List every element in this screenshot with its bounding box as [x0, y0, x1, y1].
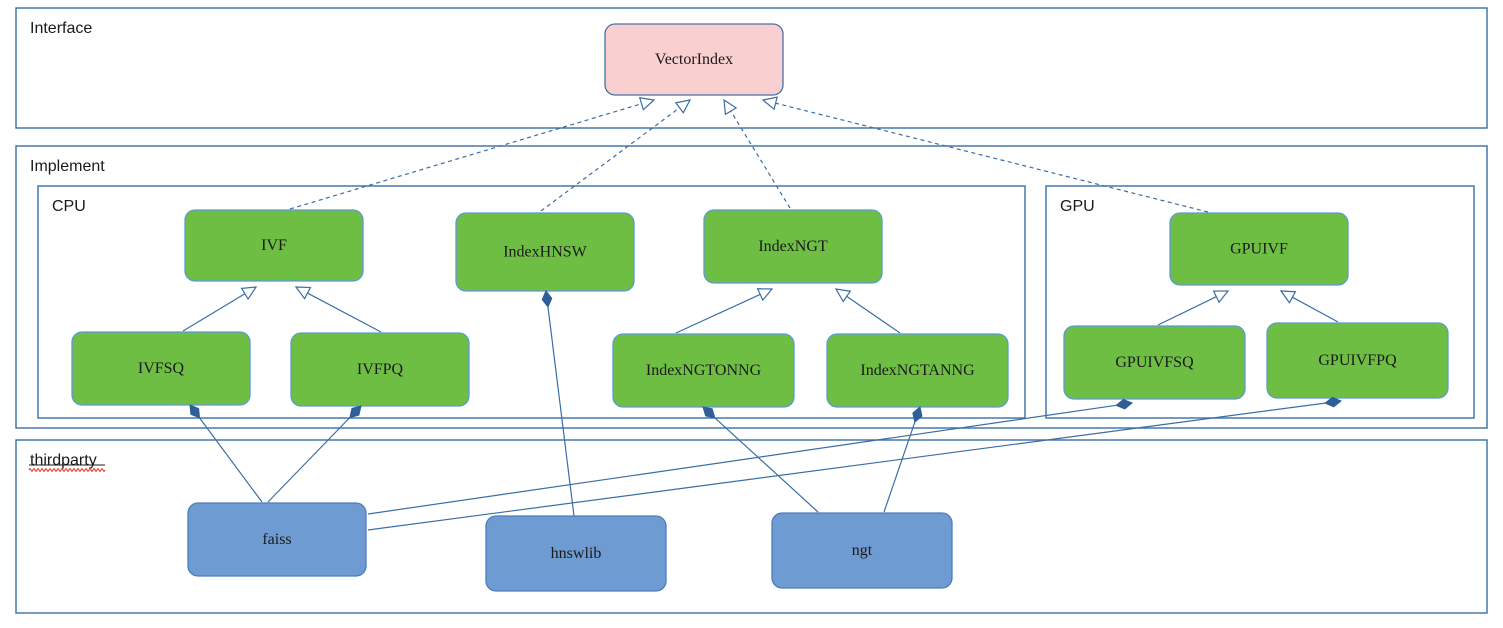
- node-indexhnsw[interactable]: IndexHNSW: [455, 212, 635, 292]
- edge-ivfsq-to-faiss: [199, 417, 263, 503]
- edge-indexngt-to-vectorindex: [730, 110, 791, 209]
- edge-indexngtanng-to-ngt: [883, 421, 916, 513]
- node-label-faiss: faiss: [262, 531, 291, 548]
- node-label-ivfsq: IVFSQ: [138, 360, 185, 377]
- group-label-interface: Interface: [30, 20, 92, 37]
- generalization-arrowhead-icon: [240, 286, 258, 301]
- node-rect-indexngtanng[interactable]: [826, 333, 1009, 408]
- edge-indexngtanng-to-indexngt: [846, 295, 901, 334]
- edge-indexngtonng-to-indexngt: [675, 293, 761, 334]
- node-rect-hnswlib[interactable]: [485, 515, 667, 592]
- edge-ivfpq-to-ivf: [307, 292, 382, 333]
- node-ivfsq[interactable]: IVFSQ: [71, 331, 251, 406]
- group-label-thirdparty: thirdparty: [30, 452, 97, 469]
- edge-indexhnsw-to-hnswlib: [547, 306, 575, 517]
- composition-diamond-icon: [702, 406, 716, 419]
- edges-layer: [182, 102, 1339, 531]
- node-label-ngt: ngt: [852, 542, 873, 559]
- node-ivf[interactable]: IVF: [184, 209, 364, 282]
- edge-indexngtonng-to-ngt: [714, 417, 819, 513]
- node-rect-faiss[interactable]: [187, 502, 367, 577]
- generalization-arrowhead-icon: [723, 98, 738, 116]
- composition-diamond-icon: [349, 405, 362, 419]
- group-label-implement: Implement: [30, 158, 105, 175]
- node-rect-ivf[interactable]: [184, 209, 364, 282]
- node-label-vectorindex: VectorIndex: [655, 51, 733, 68]
- node-label-ivf: IVF: [261, 237, 287, 254]
- node-label-indexhnsw: IndexHNSW: [503, 244, 587, 261]
- node-label-indexngt: IndexNGT: [758, 238, 828, 255]
- spellcheck-squiggle-icon: [28, 468, 106, 472]
- edge-gpuivfsq-to-gpuivf: [1157, 296, 1217, 326]
- node-gpuivfpq[interactable]: GPUIVFPQ: [1266, 322, 1449, 399]
- group-label-gpu: GPU: [1060, 198, 1095, 215]
- node-rect-gpuivf[interactable]: [1169, 212, 1349, 286]
- composition-diamond-icon: [189, 404, 201, 419]
- composition-diamond-icon: [1115, 398, 1133, 410]
- edge-gpuivfsq-to-faiss: [367, 404, 1117, 515]
- node-faiss[interactable]: faiss: [187, 502, 367, 577]
- node-indexngt[interactable]: IndexNGT: [703, 209, 883, 284]
- node-gpuivfsq[interactable]: GPUIVFSQ: [1063, 325, 1246, 400]
- generalization-arrowhead-icon: [294, 286, 312, 300]
- node-indexngtanng[interactable]: IndexNGTANNG: [826, 333, 1009, 408]
- edge-gpuivfpq-to-faiss: [367, 402, 1326, 531]
- composition-diamond-icon: [1324, 396, 1342, 408]
- node-hnswlib[interactable]: hnswlib: [485, 515, 667, 592]
- node-vectorindex[interactable]: VectorIndex: [604, 23, 784, 96]
- node-indexngtonng[interactable]: IndexNGTONNG: [612, 333, 795, 408]
- node-ivfpq[interactable]: IVFPQ: [290, 332, 470, 407]
- generalization-arrowhead-icon: [834, 288, 852, 303]
- arrowheads-layer: [189, 96, 1342, 424]
- node-rect-ngt[interactable]: [771, 512, 953, 589]
- node-rect-indexngt[interactable]: [703, 209, 883, 284]
- edge-indexhnsw-to-vectorindex: [540, 107, 680, 212]
- edge-ivfpq-to-faiss: [267, 417, 351, 503]
- node-rect-vectorindex[interactable]: [604, 23, 784, 96]
- generalization-arrowhead-icon: [756, 288, 774, 302]
- generalization-arrowhead-icon: [761, 96, 778, 111]
- node-rect-indexhnsw[interactable]: [455, 212, 635, 292]
- node-label-hnswlib: hnswlib: [551, 545, 602, 562]
- generalization-arrowhead-icon: [1212, 290, 1230, 304]
- node-rect-ivfpq[interactable]: [290, 332, 470, 407]
- edge-gpuivfpq-to-gpuivf: [1292, 296, 1339, 323]
- node-label-indexngtonng: IndexNGTONNG: [646, 362, 762, 379]
- node-label-indexngtanng: IndexNGTANNG: [860, 362, 975, 379]
- generalization-arrowhead-icon: [638, 97, 656, 111]
- edge-ivfsq-to-ivf: [182, 293, 246, 332]
- composition-diamond-icon: [541, 290, 553, 308]
- node-label-gpuivfpq: GPUIVFPQ: [1318, 352, 1397, 369]
- node-rect-ivfsq[interactable]: [71, 331, 251, 406]
- node-label-gpuivfsq: GPUIVFSQ: [1115, 354, 1194, 371]
- generalization-arrowhead-icon: [674, 99, 692, 114]
- composition-diamond-icon: [912, 406, 923, 424]
- node-rect-gpuivfsq[interactable]: [1063, 325, 1246, 400]
- generalization-arrowhead-icon: [1279, 290, 1297, 304]
- node-label-ivfpq: IVFPQ: [357, 361, 404, 378]
- node-label-gpuivf: GPUIVF: [1230, 241, 1288, 258]
- edge-ivf-to-vectorindex: [289, 103, 642, 210]
- node-gpuivf[interactable]: GPUIVF: [1169, 212, 1349, 286]
- node-ngt[interactable]: ngt: [771, 512, 953, 589]
- group-label-cpu: CPU: [52, 198, 86, 215]
- node-rect-gpuivfpq[interactable]: [1266, 322, 1449, 399]
